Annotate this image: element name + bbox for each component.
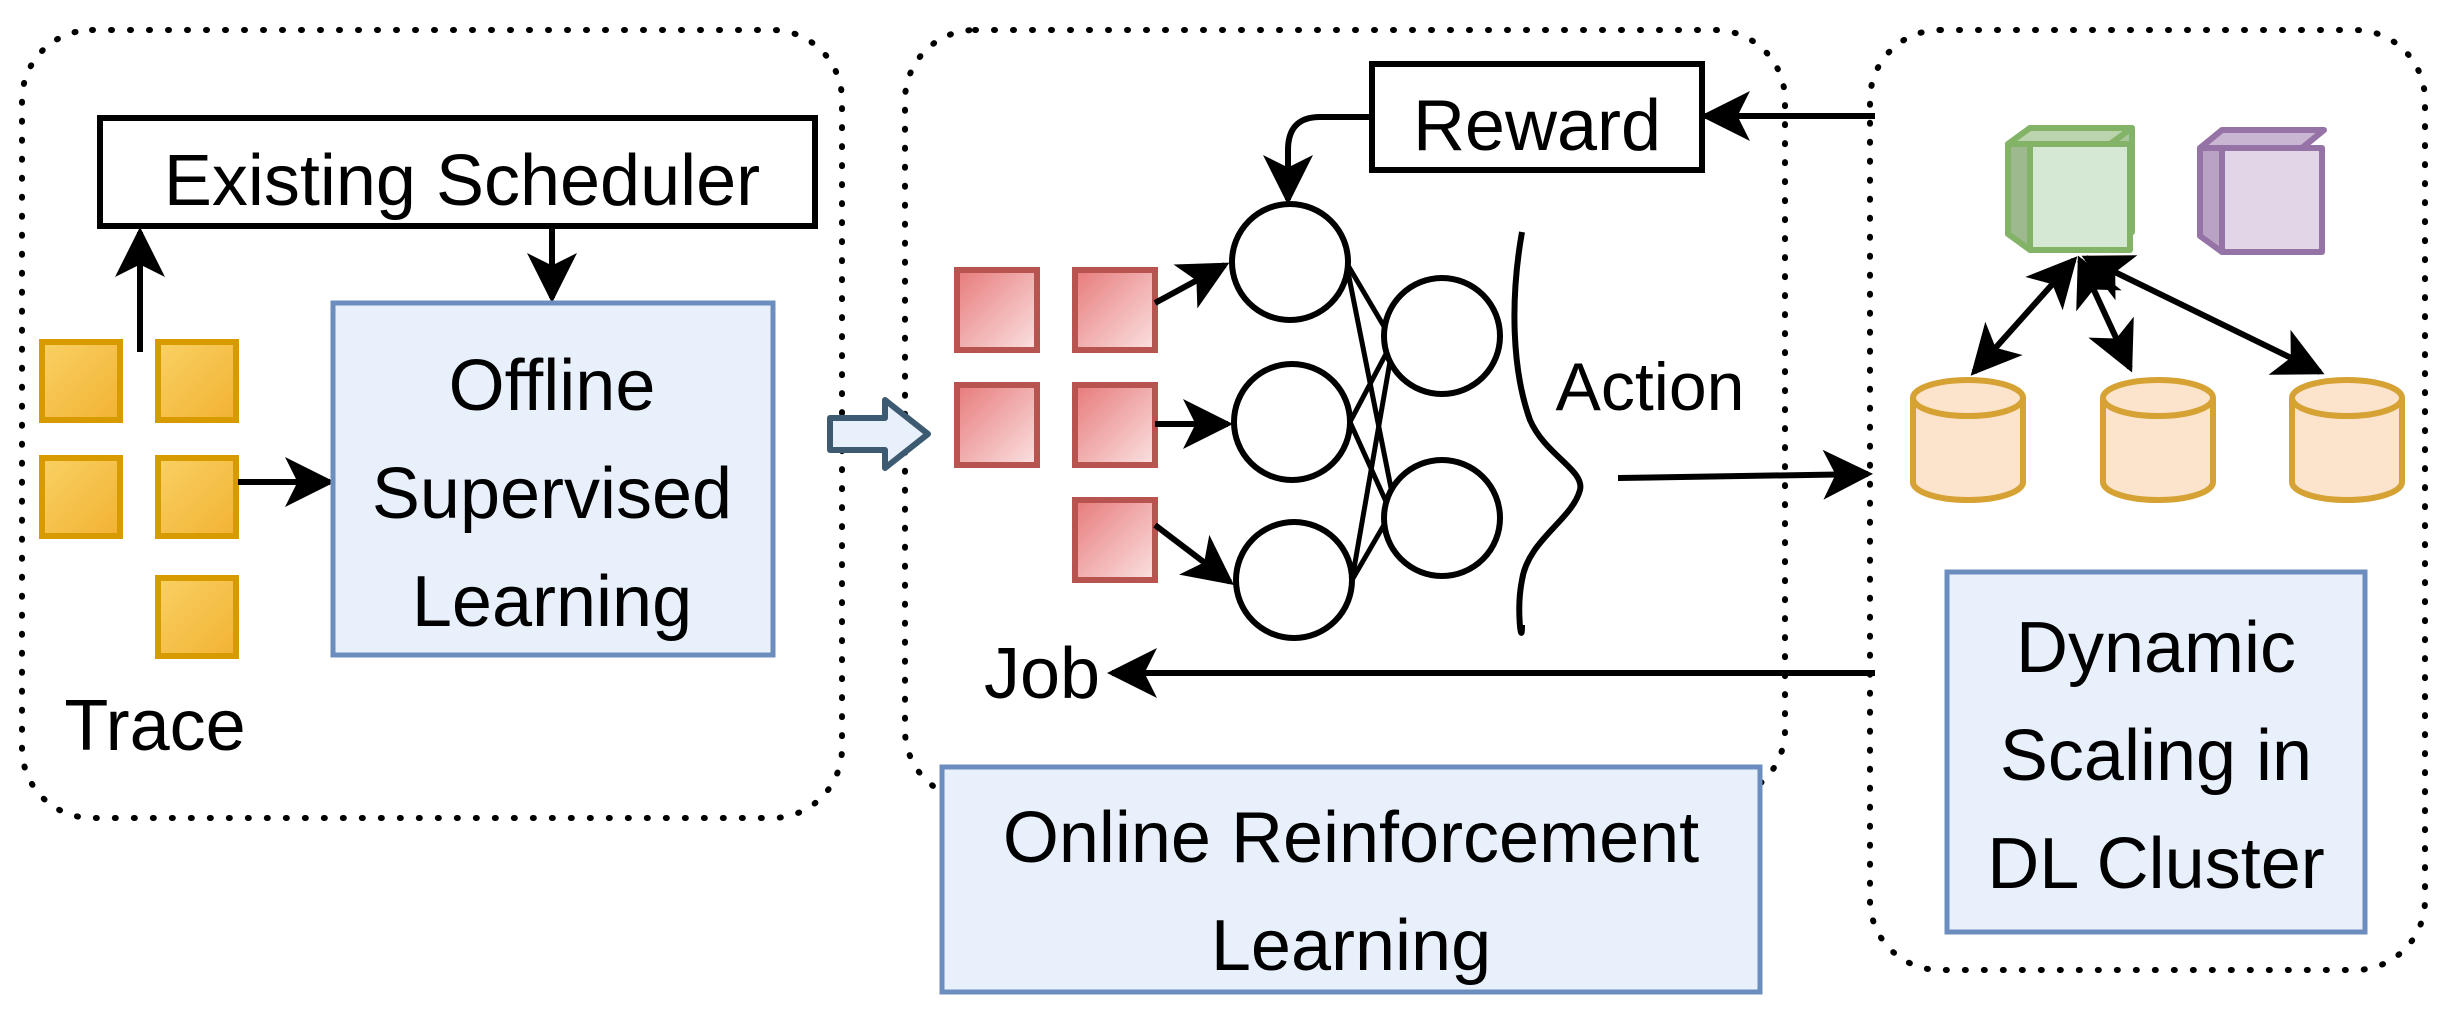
neuron-icon [1231,361,1353,483]
job-square-icon [1072,497,1158,583]
reward-label: Reward [1413,86,1661,166]
trace-label: Trace [64,686,245,766]
neuron-icon [1229,201,1351,323]
neuron-icon [1233,519,1355,641]
cluster-line-1: Dynamic [2016,608,2296,688]
database-icon [2289,377,2405,503]
offline-line-1: Offline [449,346,656,426]
cube-db-link [1970,256,2078,376]
cube-db-link [2081,255,2325,375]
job-square-icon [1072,267,1158,353]
trace-square-icon [155,455,239,539]
job-square-icon [954,382,1040,468]
network-edges [1343,260,1398,582]
transition-arrow-icon [827,397,931,471]
reward-box: Reward [1369,61,1705,173]
offline-supervised-learning-box: Offline Supervised Learning [330,300,776,658]
online-reinforcement-learning-box: Online Reinforcement Learning [939,764,1763,995]
action-brace [1511,231,1584,636]
input-arrow [1153,262,1230,309]
cluster-line-3: DL Cluster [1987,824,2324,904]
online-line-1: Online Reinforcement [1003,798,1699,878]
gpu-cube-icon [2005,125,2135,253]
existing-scheduler-box: Existing Scheduler [97,115,818,229]
left-panel [19,27,845,821]
right-panel [1867,27,2428,973]
offline-line-3: Learning [412,562,692,642]
job-square-icon [1072,382,1158,468]
job-square-icon [954,267,1040,353]
job-label: Job [984,634,1100,714]
dynamic-scaling-box: Dynamic Scaling in DL Cluster [1944,569,2368,935]
neuron-icon [1381,457,1503,579]
input-arrow [1153,522,1234,586]
trace-square-icon [155,575,239,659]
cluster-line-2: Scaling in [2000,716,2312,796]
gpu-cube-icon [2197,127,2327,255]
trace-square-icon [39,455,123,539]
action-label: Action [1556,349,1745,425]
trace-square-icon [39,339,123,423]
neural-network [1229,201,1503,641]
action-to-cluster-arrow [1617,449,1873,500]
job-squares [954,267,1158,583]
online-line-2: Learning [1211,906,1491,986]
neuron-icon [1381,275,1503,397]
database-icon [2100,377,2216,503]
trace-squares [39,339,239,659]
database-icon [1910,377,2026,503]
trace-square-icon [155,339,239,423]
reward-to-network-arrow [1263,114,1372,205]
offline-line-2: Supervised [372,454,732,534]
existing-scheduler-label: Existing Scheduler [164,141,760,221]
